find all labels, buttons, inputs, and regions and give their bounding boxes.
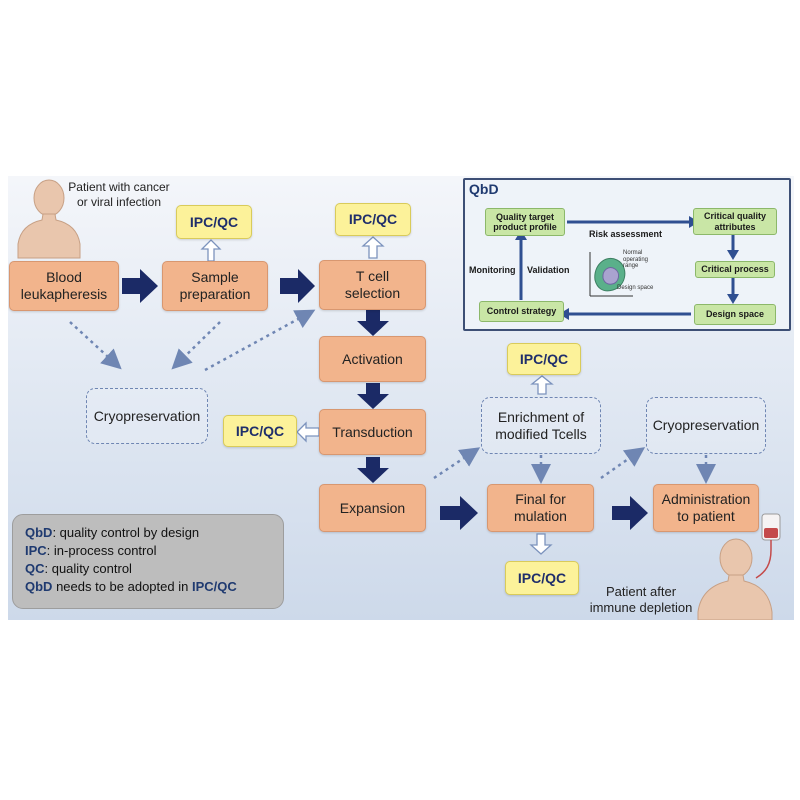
ipc-qc-box-final: IPC/QC: [505, 561, 579, 595]
sample-preparation-box: Sample preparation: [162, 261, 268, 311]
legend-text-adopt: needs to be adopted in: [52, 579, 192, 594]
hollow-arrow-final-ipc: [529, 533, 553, 555]
dotted-arrow-cryo-to-tcell: [204, 309, 316, 372]
ipc-qc-box-transduction: IPC/QC: [223, 415, 297, 447]
patient-bottom-caption: Patient after immune depletion: [589, 584, 693, 616]
cryopreservation-right-box: Cryopreservation: [646, 397, 766, 454]
qbd-panel: QbD Quality: [463, 178, 791, 331]
legend-text-ipc: : in-process control: [46, 543, 157, 558]
hollow-arrow-tcell-ipc: [361, 236, 385, 259]
cryopreservation-left-box: Cryopreservation: [86, 388, 208, 444]
process-diagram: Patient with cancer or viral infection B…: [8, 176, 794, 620]
hollow-arrow-sample-ipc: [200, 239, 222, 262]
legend-line-qbd: QbD: quality control by design: [25, 525, 271, 540]
transduction-box: Transduction: [319, 409, 426, 455]
ipc-qc-box-enrichment: IPC/QC: [507, 343, 581, 375]
patient-silhouette-bottom: [697, 538, 773, 620]
legend-text-qbd: : quality control by design: [52, 525, 200, 540]
dotted-arrow-final-to-cryo: [600, 447, 646, 480]
enrichment-box: Enrichment of modified Tcells: [481, 397, 601, 454]
legend-line-adopt: QbD needs to be adopted in IPC/QC: [25, 579, 271, 594]
qbd-critical-quality-box: Critical quality attributes: [693, 208, 777, 235]
dotted-arrow-sample-to-cryo: [171, 321, 221, 370]
qbd-arrow-layer: [515, 216, 739, 320]
patient-silhouette-top: [17, 179, 81, 259]
legend-term-ipc: IPC: [25, 543, 47, 558]
dotted-arrow-blood-to-cryo: [69, 321, 122, 370]
legend-term-qc: QC: [25, 561, 45, 576]
tcell-selection-box: T cell selection: [319, 260, 426, 310]
qbd-control-strategy-box: Control strategy: [479, 301, 564, 322]
arrow-blood-to-sample: [122, 269, 158, 303]
legend-line-ipc: IPC: in-process control: [25, 543, 271, 558]
qbd-title: QbD: [469, 181, 499, 197]
expansion-box: Expansion: [319, 484, 426, 532]
qbd-monitoring-label: Monitoring: [469, 265, 516, 275]
iv-bag-icon: [755, 513, 781, 579]
legend-text-qc: : quality control: [44, 561, 132, 576]
patient-top-caption: Patient with cancer or viral infection: [68, 180, 170, 209]
final-formulation-box: Final for mulation: [487, 484, 594, 532]
qbd-risk-assessment-label: Risk assessment: [589, 229, 663, 239]
dotted-arrow-expansion-to-enrichment: [433, 447, 481, 480]
qbd-design-space-box: Design space: [694, 304, 776, 325]
arrow-tcell-to-activation: [357, 310, 389, 336]
legend-term-qbd: QbD: [25, 525, 53, 540]
qbd-quality-target-box: Quality target product profile: [485, 208, 565, 236]
design-space-plot: [589, 252, 633, 297]
activation-box: Activation: [319, 336, 426, 382]
blood-leukapheresis-box: Blood leukapheresis: [9, 261, 119, 311]
arrow-sample-to-tcell: [280, 269, 315, 303]
ipc-qc-box-sample: IPC/QC: [176, 205, 252, 239]
qbd-critical-process-box: Critical process: [695, 261, 775, 278]
arrow-expansion-to-final: [440, 496, 478, 530]
arrow-activation-to-transduction: [357, 383, 389, 409]
legend-term-ipcqc: IPC/QC: [191, 579, 237, 594]
arrow-layer: [17, 179, 781, 620]
arrow-final-to-administration: [612, 496, 648, 530]
hollow-arrow-enrichment-ipc: [530, 375, 554, 395]
hollow-arrow-transduction-ipc: [296, 421, 320, 443]
ipc-qc-box-tcell: IPC/QC: [335, 203, 411, 236]
arrow-transduction-to-expansion: [357, 457, 389, 483]
qbd-validation-label: Validation: [527, 265, 570, 275]
legend-box: QbD: quality control by design IPC: in-p…: [12, 514, 284, 609]
qbd-design-space-small-label: Design space: [617, 285, 654, 291]
administration-box: Administration to patient: [653, 484, 759, 532]
legend-line-qc: QC: quality control: [25, 561, 271, 576]
legend-term-qbd-2: QbD: [25, 579, 53, 594]
qbd-normal-operating-label: Normal operating range: [623, 250, 649, 270]
